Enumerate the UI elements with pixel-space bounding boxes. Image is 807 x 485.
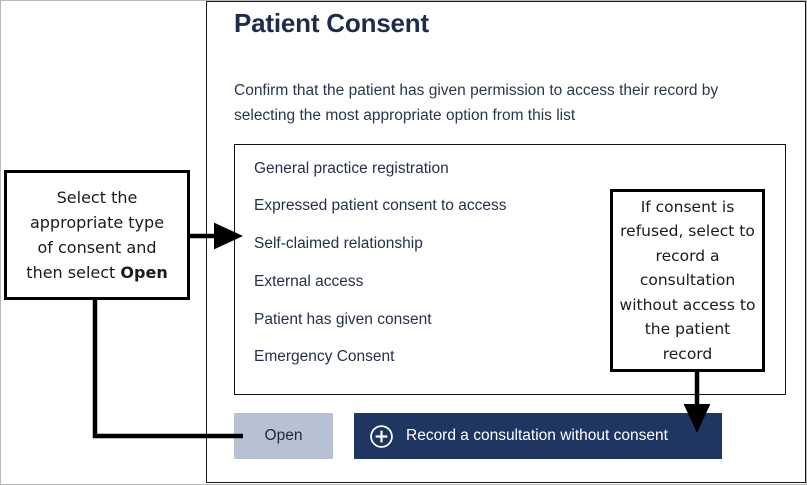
dialog-description: Confirm that the patient has given permi… <box>234 82 719 124</box>
annotation-left-line3: of consent and <box>37 238 157 257</box>
record-button-label: Record a consultation without consent <box>406 427 668 444</box>
annotation-left-line1: Select the <box>56 188 138 207</box>
list-item[interactable]: Patient has given consent <box>254 311 432 328</box>
list-item[interactable]: Expressed patient consent to access <box>254 197 507 214</box>
annotation-left-line4-bold: Open <box>120 263 168 282</box>
page-title: Patient Consent <box>234 8 429 38</box>
annotation-left-line2: appropriate type <box>29 213 165 232</box>
record-consultation-without-consent-button[interactable]: Record a consultation without consent <box>354 413 722 459</box>
annotation-right-callout: If consent is refused, select to record … <box>610 189 765 372</box>
list-item[interactable]: External access <box>254 273 364 290</box>
plus-circle-icon <box>370 424 393 448</box>
annotation-left-line4-prefix: then select <box>26 263 121 282</box>
list-item[interactable]: Emergency Consent <box>254 348 395 365</box>
list-item[interactable]: Self-claimed relationship <box>254 235 423 252</box>
annotation-left-callout: Select the appropriate type of consent a… <box>4 170 190 300</box>
open-button[interactable]: Open <box>234 413 333 459</box>
annotation-right-text: If consent is refused, select to record … <box>619 197 756 363</box>
annotation-left-text: Select the appropriate type of consent a… <box>18 185 175 285</box>
list-item[interactable]: General practice registration <box>254 160 449 177</box>
